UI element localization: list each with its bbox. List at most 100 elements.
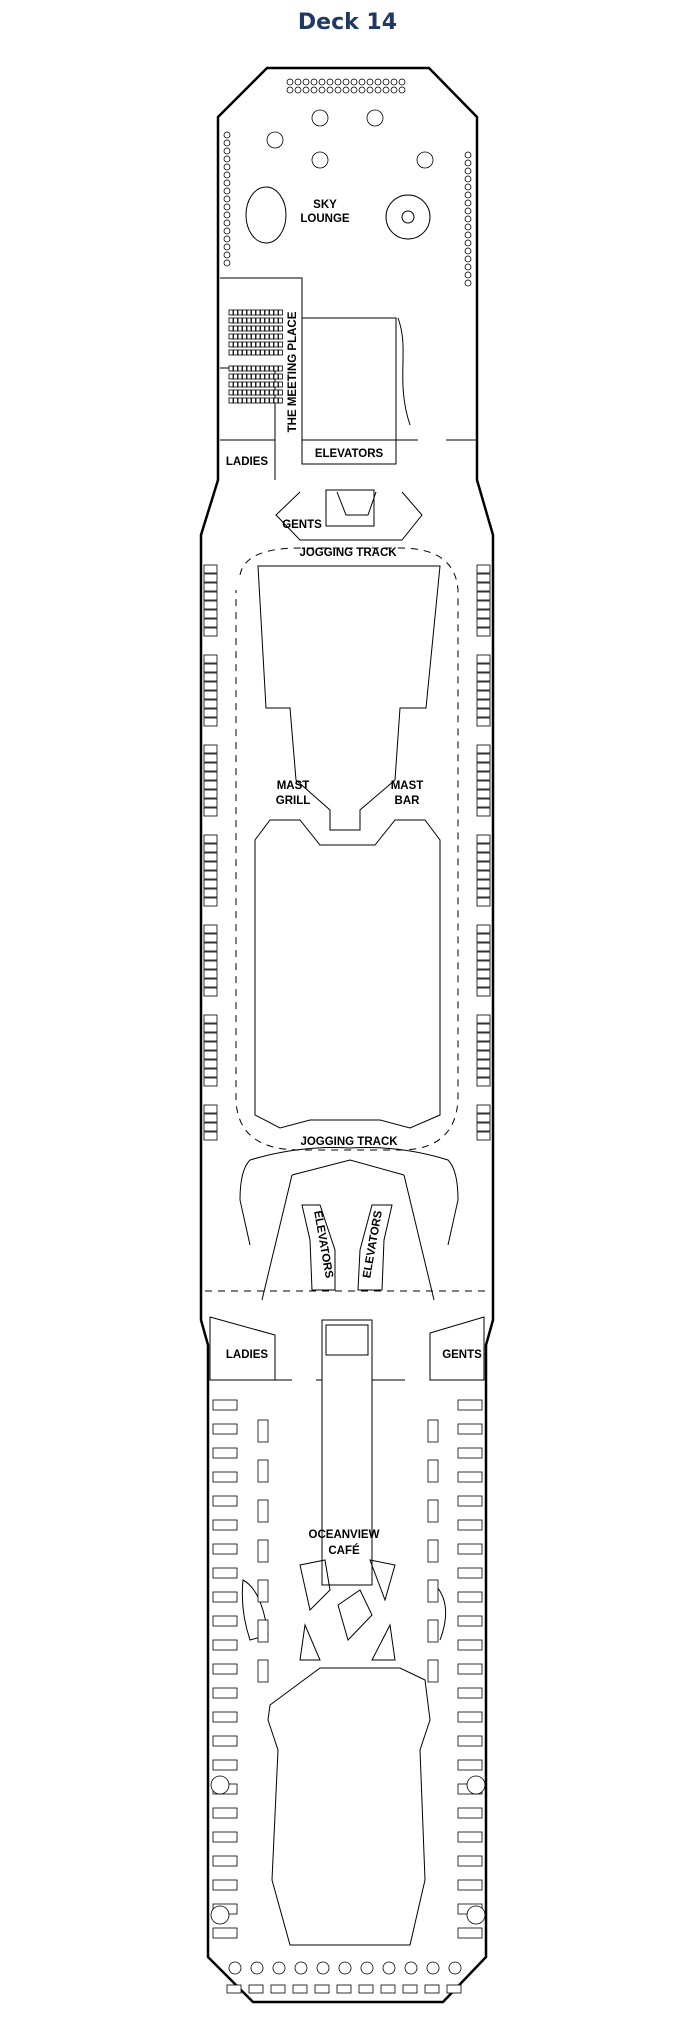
mast-grill-label-2[interactable]: GRILL <box>276 795 311 807</box>
lounge-chair <box>223 179 231 187</box>
lounge-chair <box>382 86 390 94</box>
meeting-chair <box>246 349 252 356</box>
jogging-track-aft-label[interactable]: JOGGING TRACK <box>300 1136 398 1148</box>
lounge-chair <box>464 255 472 263</box>
lounge-chair <box>350 86 358 94</box>
round-table <box>416 151 434 169</box>
meeting-chair <box>264 341 270 348</box>
sun-lounger <box>203 1131 218 1141</box>
sun-lounger <box>203 771 218 781</box>
lounge-chair <box>223 147 231 155</box>
meeting-chair <box>251 349 256 356</box>
dining-table <box>427 1659 439 1683</box>
mast-bar-label-2[interactable]: BAR <box>395 795 421 807</box>
round-table <box>266 131 284 149</box>
dining-table <box>212 1495 238 1507</box>
sun-lounger <box>476 1014 491 1024</box>
meeting-chair <box>237 317 243 324</box>
sun-lounger <box>476 609 491 619</box>
meeting-chair <box>233 325 238 332</box>
lounge-chair <box>223 139 231 147</box>
dining-table <box>457 1447 483 1459</box>
round-banquette <box>210 1905 230 1925</box>
sun-lounger <box>476 771 491 781</box>
gents-aft-label[interactable]: GENTS <box>442 1349 482 1361</box>
meeting-chair <box>255 365 261 372</box>
meeting-chair <box>278 365 283 372</box>
mast-bar-label[interactable]: MAST <box>391 780 424 792</box>
sun-lounger <box>476 699 491 709</box>
lounge-chair <box>464 167 472 175</box>
lounge-chair <box>318 86 326 94</box>
dining-table <box>457 1615 483 1627</box>
mast-grill-label[interactable]: MAST <box>277 780 310 792</box>
dining-table <box>457 1759 483 1771</box>
lounge-chair <box>310 78 318 86</box>
dining-table <box>257 1579 269 1603</box>
dining-table <box>248 1984 264 1994</box>
meeting-chair <box>273 373 279 380</box>
sun-lounger <box>203 609 218 619</box>
sun-lounger <box>476 1023 491 1033</box>
sky-lounge-label[interactable]: SKY <box>313 199 337 211</box>
meeting-chair <box>237 309 243 316</box>
sun-lounger <box>476 1032 491 1042</box>
meeting-chair <box>228 389 234 396</box>
elevators-fwd-label[interactable]: ELEVATORS <box>315 448 384 460</box>
meeting-chair <box>246 309 252 316</box>
sun-lounger <box>476 1050 491 1060</box>
elevators-port-label[interactable]: ELEVATORS <box>311 1210 335 1280</box>
sun-lounger <box>476 942 491 952</box>
sun-lounger <box>203 627 218 637</box>
lounge-chair <box>464 215 472 223</box>
meeting-chair <box>233 341 238 348</box>
pool-fwd <box>257 565 441 831</box>
meeting-chair <box>242 309 247 316</box>
sun-lounger <box>203 699 218 709</box>
sun-lounger <box>203 924 218 934</box>
sun-lounger <box>476 753 491 763</box>
elevator-shaft-stbd <box>357 1204 393 1291</box>
sun-lounger <box>476 897 491 907</box>
jogging-track-fwd-label[interactable]: JOGGING TRACK <box>299 547 397 559</box>
meeting-chair <box>246 397 252 404</box>
deck-title: Deck 14 <box>297 10 398 35</box>
oceanview-cafe-label[interactable]: OCEANVIEW <box>309 1529 380 1541</box>
oceanview-cafe-label-2[interactable]: CAFÉ <box>328 1544 360 1557</box>
dining-table <box>457 1591 483 1603</box>
sun-lounger <box>203 582 218 592</box>
dining-table <box>427 1619 439 1643</box>
ladies-fwd-label[interactable]: LADIES <box>226 456 269 468</box>
lounge-chair <box>334 78 342 86</box>
meeting-chair <box>273 381 279 388</box>
sun-lounger <box>476 582 491 592</box>
lounge-chair <box>464 247 472 255</box>
meeting-chair <box>269 381 274 388</box>
sun-lounger <box>476 618 491 628</box>
sun-lounger <box>476 762 491 772</box>
round-table <box>338 1961 352 1975</box>
elevators-stbd-label[interactable]: ELEVATORS <box>361 1209 385 1279</box>
dining-table <box>212 1711 238 1723</box>
sun-lounger <box>203 1032 218 1042</box>
round-table <box>311 151 329 169</box>
meeting-place-label[interactable]: THE MEETING PLACE <box>287 311 299 432</box>
lounge-chair <box>223 243 231 251</box>
meeting-chair <box>228 381 234 388</box>
sun-lounger <box>203 789 218 799</box>
meeting-chair <box>260 309 265 316</box>
stairs-fwd <box>325 489 375 527</box>
dining-table <box>358 1984 374 1994</box>
ladies-aft-label[interactable]: LADIES <box>226 1349 269 1361</box>
meeting-chair <box>237 341 243 348</box>
lounge-chair <box>326 86 334 94</box>
gents-fwd-label[interactable]: GENTS <box>282 519 322 531</box>
sky-lounge-label-2[interactable]: LOUNGE <box>300 213 350 225</box>
sun-lounger <box>476 1131 491 1141</box>
sun-lounger <box>203 852 218 862</box>
meeting-chair <box>242 365 247 372</box>
sun-lounger <box>203 1122 218 1132</box>
round-table <box>294 1961 308 1975</box>
sun-lounger <box>203 672 218 682</box>
sun-lounger <box>476 564 491 574</box>
